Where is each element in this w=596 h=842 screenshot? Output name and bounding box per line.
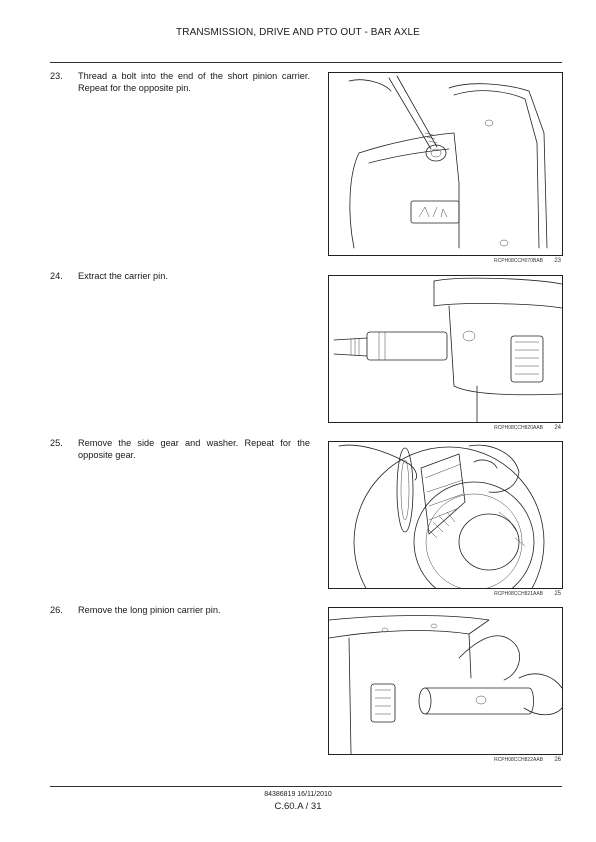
figure-24	[328, 275, 563, 423]
figure-code: RCPH08CCH821AAB	[494, 591, 543, 597]
step-number: 24.	[50, 271, 63, 281]
step-text: Extract the carrier pin.	[78, 271, 168, 281]
figure-caption-26: RCPH08CCH822AAB 26	[328, 757, 561, 765]
figure-23	[328, 72, 563, 256]
step-number: 23.	[50, 71, 63, 81]
figure-code: RCPH08CCH820AAB	[494, 425, 543, 431]
step-24: 24. Extract the carrier pin.	[50, 271, 312, 285]
carrier-pin-extraction-illustration-icon	[333, 277, 562, 422]
side-gear-removal-illustration-icon	[338, 444, 545, 588]
footer-rule	[50, 786, 562, 787]
figure-number: 24	[554, 425, 561, 431]
figure-number: 23	[554, 258, 561, 264]
figure-caption-24: RCPH08CCH820AAB 24	[328, 425, 561, 433]
figure-code: RCPH08CCH822AAB	[494, 757, 543, 763]
figure-number: 26	[554, 757, 561, 763]
step-text: Remove the side gear and washer. Repeat …	[78, 438, 310, 460]
footer-doc-ref: 84386819 16/11/2010	[264, 791, 332, 798]
header-rule	[50, 62, 562, 63]
step-text: Remove the long pinion carrier pin.	[78, 605, 221, 615]
figure-25	[328, 441, 563, 589]
bolt-thread-illustration-icon	[348, 75, 548, 249]
page-header: TRANSMISSION, DRIVE AND PTO OUT - BAR AX…	[176, 27, 420, 38]
footer-page-number: C.60.A / 31	[274, 801, 322, 812]
long-pin-removal-illustration-icon	[329, 615, 562, 754]
figure-26	[328, 607, 563, 755]
step-23: 23. Thread a bolt into the end of the sh…	[50, 71, 312, 101]
step-25: 25. Remove the side gear and washer. Rep…	[50, 438, 312, 468]
step-number: 26.	[50, 605, 63, 615]
step-text: Thread a bolt into the end of the short …	[78, 71, 310, 93]
figure-caption-25: RCPH08CCH821AAB 25	[328, 591, 561, 599]
figure-number: 25	[554, 591, 561, 597]
step-number: 25.	[50, 438, 63, 448]
figure-caption-23: RCPH08CCH070BAB 23	[328, 258, 561, 266]
figure-code: RCPH08CCH070BAB	[494, 258, 543, 264]
step-26: 26. Remove the long pinion carrier pin.	[50, 605, 312, 619]
